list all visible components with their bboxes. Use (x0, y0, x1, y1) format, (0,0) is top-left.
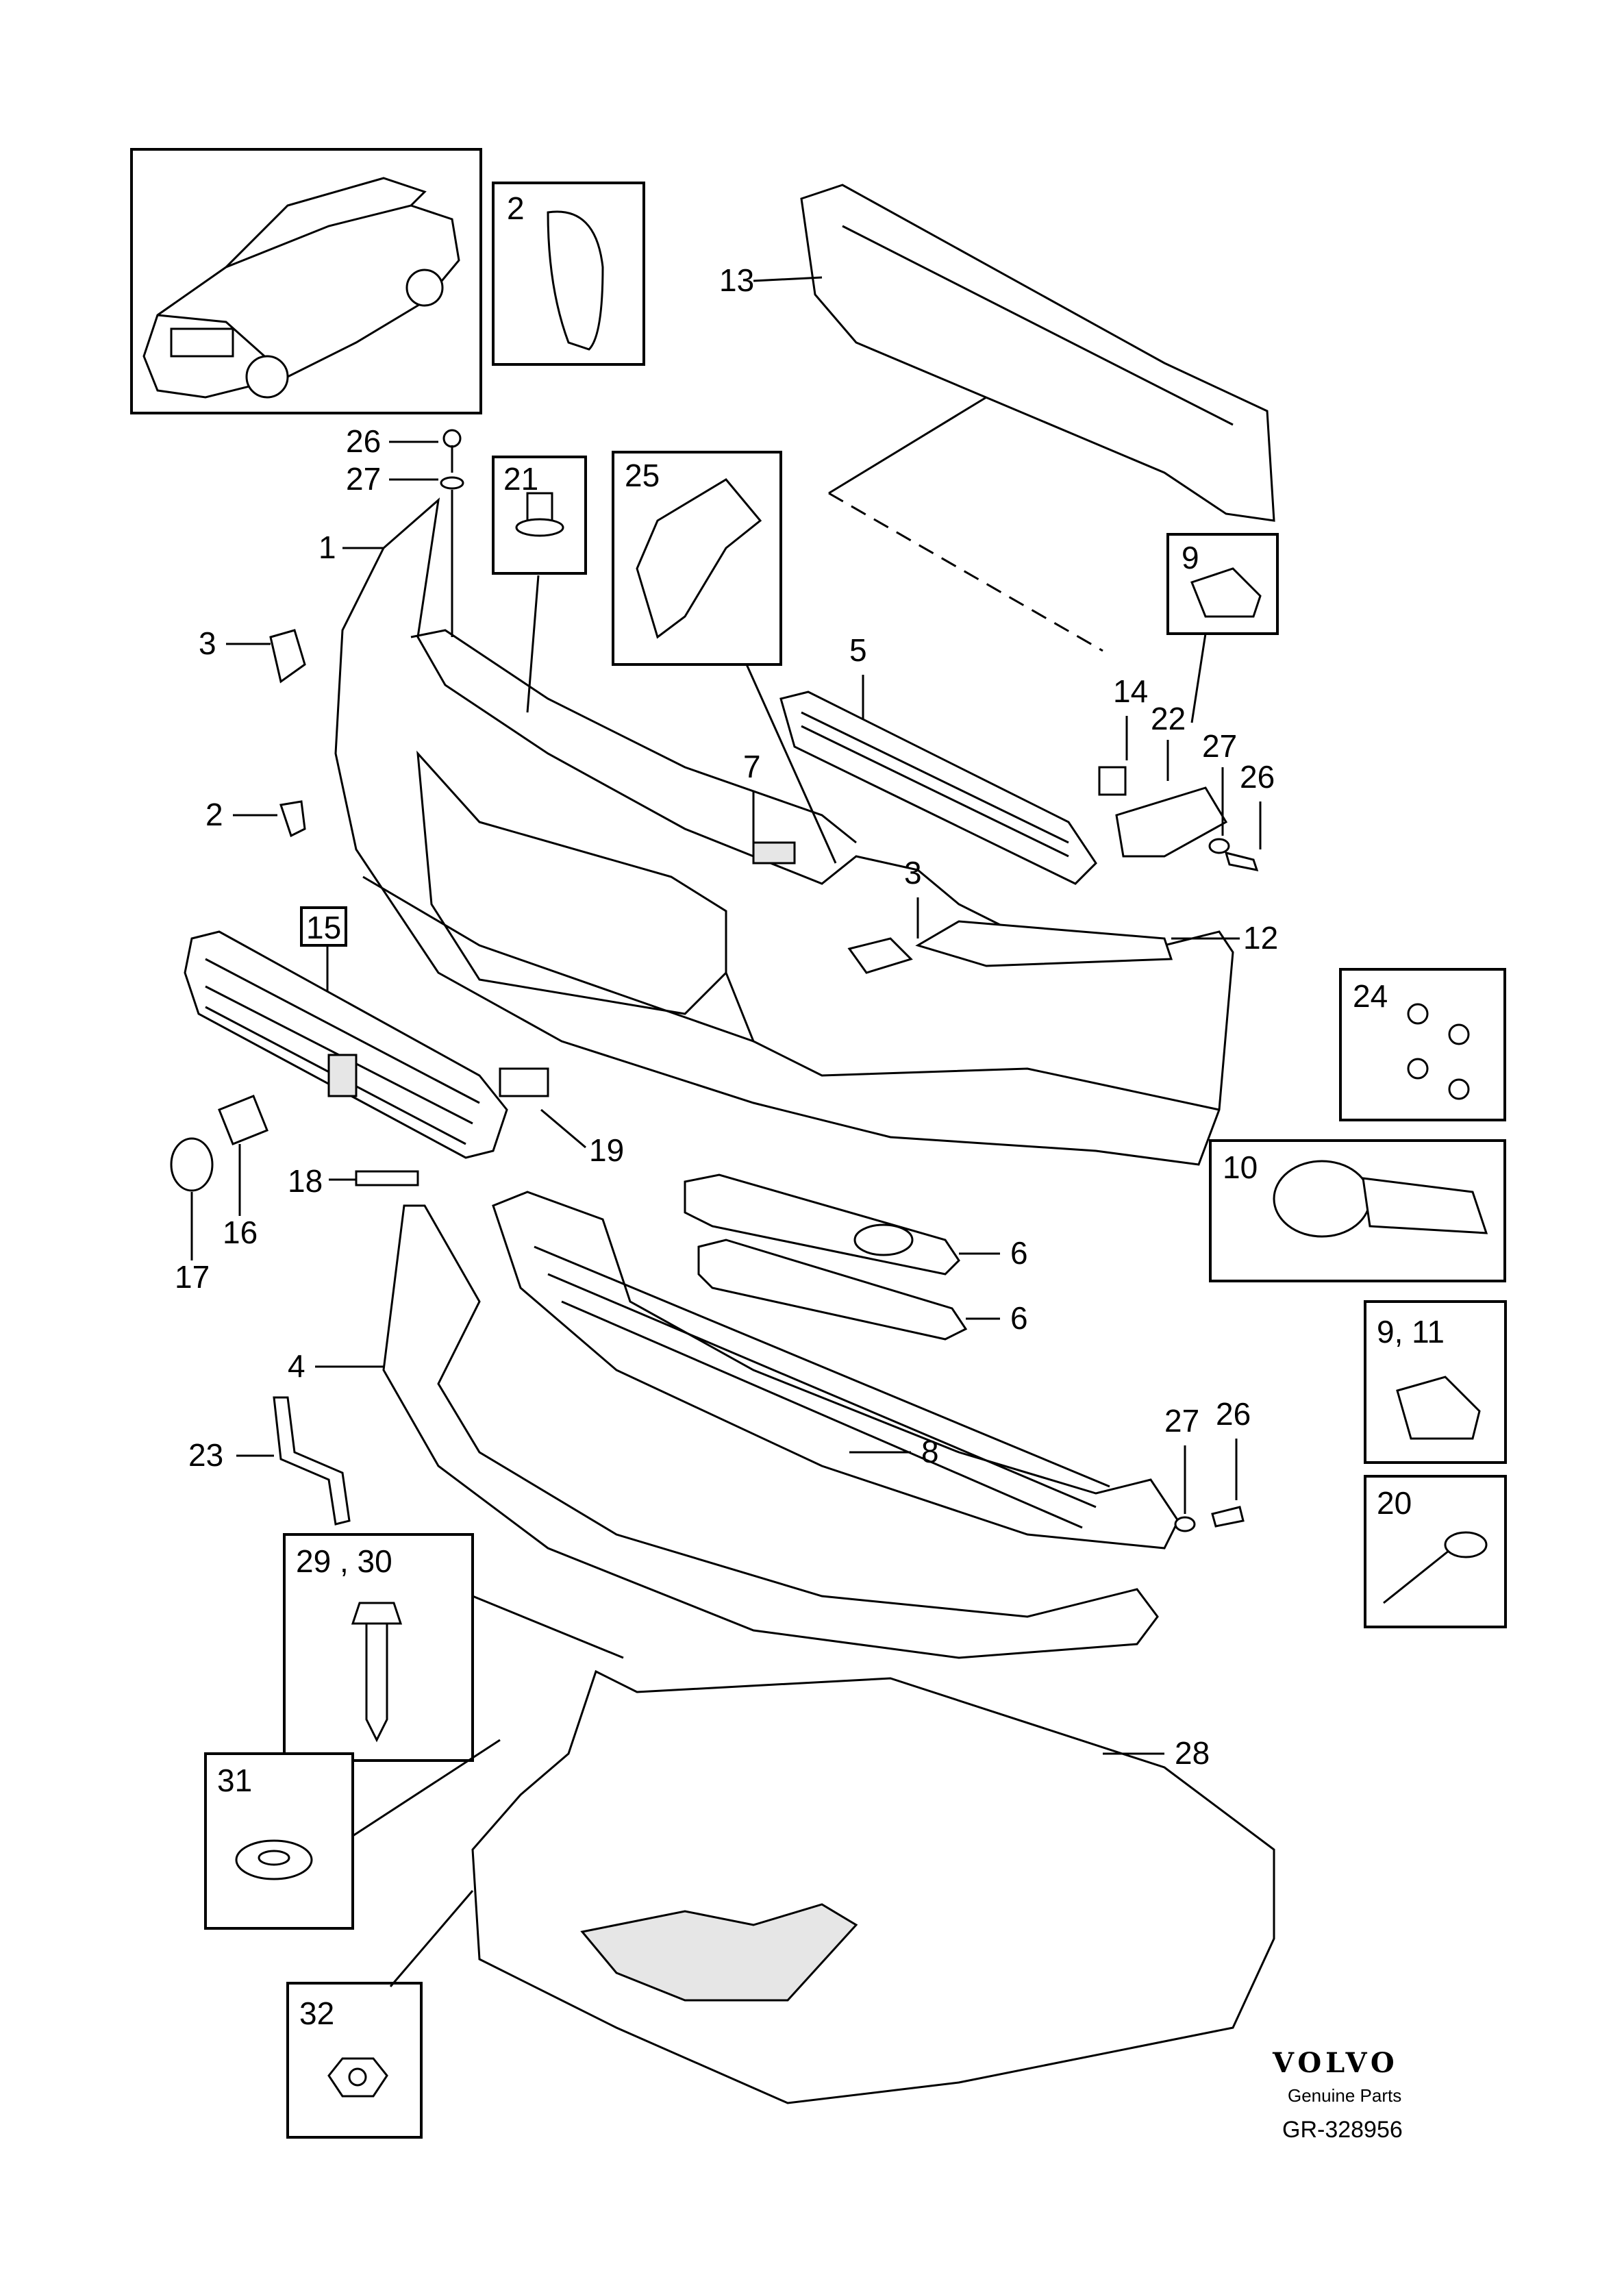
callout-23: 23 (188, 1437, 223, 1473)
callout-29-30: 29 , 30 (296, 1543, 392, 1579)
callout-14: 14 (1113, 673, 1148, 709)
detail-box-24: 24 (1339, 968, 1506, 1121)
callout-4: 4 (288, 1348, 305, 1384)
callout-13: 13 (719, 262, 754, 298)
part-2-3-left: 3 2 (199, 625, 306, 838)
parts-14-22-26-27-right: 9 14 22 27 26 (1098, 533, 1279, 871)
detail-box-2: 2 (492, 182, 645, 366)
callout-32: 32 (299, 1995, 334, 2031)
detail-box-29-30: 29 , 30 (283, 1533, 624, 1762)
car-overview-inset (130, 148, 482, 414)
parts-16-19: 16 17 18 19 (170, 1067, 624, 1295)
callout-26-lower: 26 (1216, 1396, 1251, 1432)
callout-27-right: 27 (1202, 728, 1237, 764)
part-15-front-grille: 15 (184, 906, 508, 1159)
part-7-bracket: 7 (743, 749, 761, 860)
callout-16: 16 (223, 1215, 258, 1250)
genuine-parts-label: Genuine Parts (1288, 2085, 1401, 2106)
callout-2-left: 2 (205, 797, 223, 832)
callout-27-top: 27 (346, 461, 381, 497)
callout-27-lower: 27 (1164, 1403, 1199, 1439)
callout-6-lower: 6 (1010, 1300, 1028, 1336)
callout-26-right: 26 (1240, 759, 1275, 795)
callout-24: 24 (1353, 978, 1388, 1014)
callout-5: 5 (849, 632, 867, 668)
callout-8: 8 (921, 1434, 939, 1469)
part-4-spoiler: 4 (288, 1204, 1159, 1659)
callout-3-right: 3 (904, 855, 922, 891)
detail-box-9-11: 9, 11 (1364, 1300, 1507, 1464)
detail-box-10: 10 (1209, 1139, 1506, 1282)
callout-18: 18 (288, 1163, 323, 1199)
part-23-bracket: 23 (188, 1396, 351, 1526)
parts-6-fog-grilles: 6 6 (684, 1173, 1028, 1341)
callout-17: 17 (175, 1259, 210, 1295)
callout-6-upper: 6 (1010, 1235, 1028, 1271)
callout-15: 15 (306, 910, 341, 945)
bolt-26-27-top: 26 27 (346, 423, 464, 637)
detail-box-31: 31 (204, 1739, 501, 1930)
detail-box-25: 25 (612, 451, 837, 864)
part-1-bumper-cover: 1 (318, 497, 1234, 1166)
callout-25: 25 (625, 458, 660, 493)
detail-box-32: 32 (286, 1890, 474, 2139)
parts-3-12-right: 3 12 (847, 855, 1278, 974)
callout-2-box: 2 (507, 190, 525, 226)
parts-26-27-lower: 27 26 (1164, 1396, 1251, 1532)
callout-26-top: 26 (346, 423, 381, 459)
callout-12: 12 (1243, 920, 1278, 956)
part-5-upper-grille: 5 (779, 632, 1097, 885)
callout-3-left: 3 (199, 625, 216, 661)
callout-28: 28 (1175, 1735, 1210, 1771)
callout-1: 1 (318, 530, 336, 565)
detail-box-21: 21 (492, 456, 587, 713)
volvo-logo: VOLVO (1272, 2047, 1399, 2079)
callout-10: 10 (1223, 1149, 1258, 1185)
callout-9-11: 9, 11 (1377, 1314, 1445, 1350)
callout-20: 20 (1377, 1485, 1412, 1521)
diagram-reference: GR-328956 (1282, 2117, 1403, 2143)
callout-21: 21 (503, 461, 538, 497)
callout-31: 31 (217, 1763, 252, 1798)
part-28-undertray: 28 (471, 1669, 1275, 2104)
callout-22: 22 (1151, 701, 1186, 736)
part-13-energy-absorber: 13 (719, 184, 1275, 652)
brand-block: VOLVO Genuine Parts GR-328956 (1272, 2047, 1403, 2143)
part-8-lower-grille: 8 (492, 1191, 1179, 1550)
detail-box-20: 20 (1364, 1475, 1507, 1628)
callout-19: 19 (589, 1132, 624, 1168)
callout-7: 7 (743, 749, 761, 784)
callout-9-box: 9 (1182, 540, 1199, 575)
